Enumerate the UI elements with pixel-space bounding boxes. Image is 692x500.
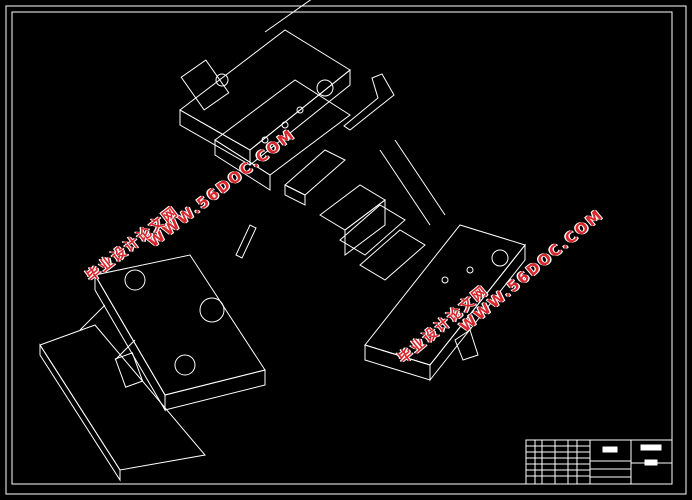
loose-bolt: [235, 224, 257, 259]
lower-die-assembly: [364, 139, 526, 382]
lower-left-assembly: [39, 254, 266, 482]
inner-frame: [11, 11, 673, 485]
center-punch-parts: [284, 149, 426, 281]
upper-die-assembly: [179, 0, 351, 191]
outer-frame: [5, 5, 687, 495]
title-block: [525, 439, 673, 485]
punch-bolt: [343, 73, 395, 131]
